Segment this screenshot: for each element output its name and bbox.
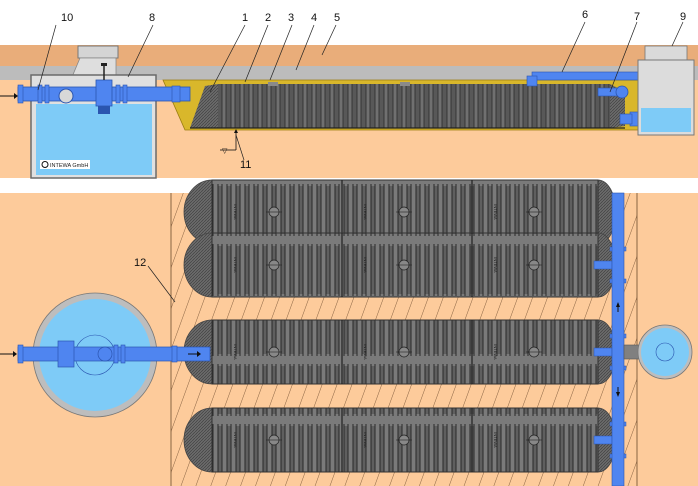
module-brand-text: INTEWA xyxy=(493,204,498,220)
plan-inspection-shaft xyxy=(623,324,693,380)
leader-line-12 xyxy=(147,265,176,303)
module-brand-text: INTEWA xyxy=(233,204,238,220)
module-brand-text: INTEWA xyxy=(363,344,368,360)
label-6: 6 xyxy=(582,9,588,21)
module-row: INTEWA INTEWA INTEWA xyxy=(183,319,627,385)
label-3: 3 xyxy=(288,12,294,24)
copyright-tag xyxy=(40,160,90,169)
label-7: 7 xyxy=(634,11,640,23)
module-brand-text: INTEWA xyxy=(493,432,498,448)
label-8: 8 xyxy=(149,12,155,24)
module-row: INTEWA INTEWA INTEWA xyxy=(183,407,627,473)
inlet-pipe xyxy=(0,63,191,114)
label-2: 2 xyxy=(265,12,271,24)
module-brand-text: INTEWA xyxy=(363,432,368,448)
module-end-cap xyxy=(183,407,213,473)
module-brand-text: INTEWA xyxy=(233,432,238,448)
module-brand-text: INTEWA xyxy=(233,344,238,360)
label-12: 12 xyxy=(134,257,146,269)
module-brand-text: INTEWA xyxy=(363,204,368,220)
leader-lines xyxy=(37,21,684,161)
label-1: 1 xyxy=(242,12,248,24)
label-4: 4 xyxy=(311,12,317,24)
row-connector-pipe xyxy=(593,435,613,445)
plan-filter-shaft xyxy=(0,292,211,418)
module-row: INTEWA INTEWA INTEWA xyxy=(183,232,627,298)
label-9: 9 xyxy=(680,11,686,23)
collector-pipe xyxy=(611,192,625,486)
label-5: 5 xyxy=(334,12,340,24)
module-brand-text: INTEWA xyxy=(493,257,498,273)
gravel-layer xyxy=(0,66,698,80)
groundwater-symbol: ▽ xyxy=(222,148,228,155)
topsoil-layer xyxy=(0,45,698,66)
module-end-cap xyxy=(183,232,213,298)
infiltration-modules-section xyxy=(190,82,625,129)
section-view: INTEWA GmbH xyxy=(0,9,698,179)
module-brand-text: INTEWA xyxy=(233,257,238,273)
module-brand-text: INTEWA xyxy=(493,344,498,360)
module-brand-text: INTEWA xyxy=(363,257,368,273)
inspection-shaft xyxy=(637,45,695,136)
row-connector-pipe xyxy=(593,260,613,270)
groundwater-marker: ▽ xyxy=(220,129,238,155)
copyright-text: INTEWA GmbH xyxy=(50,163,88,169)
label-10: 10 xyxy=(61,12,73,24)
label-11: 11 xyxy=(240,159,251,171)
row-connector-pipe xyxy=(593,347,613,357)
